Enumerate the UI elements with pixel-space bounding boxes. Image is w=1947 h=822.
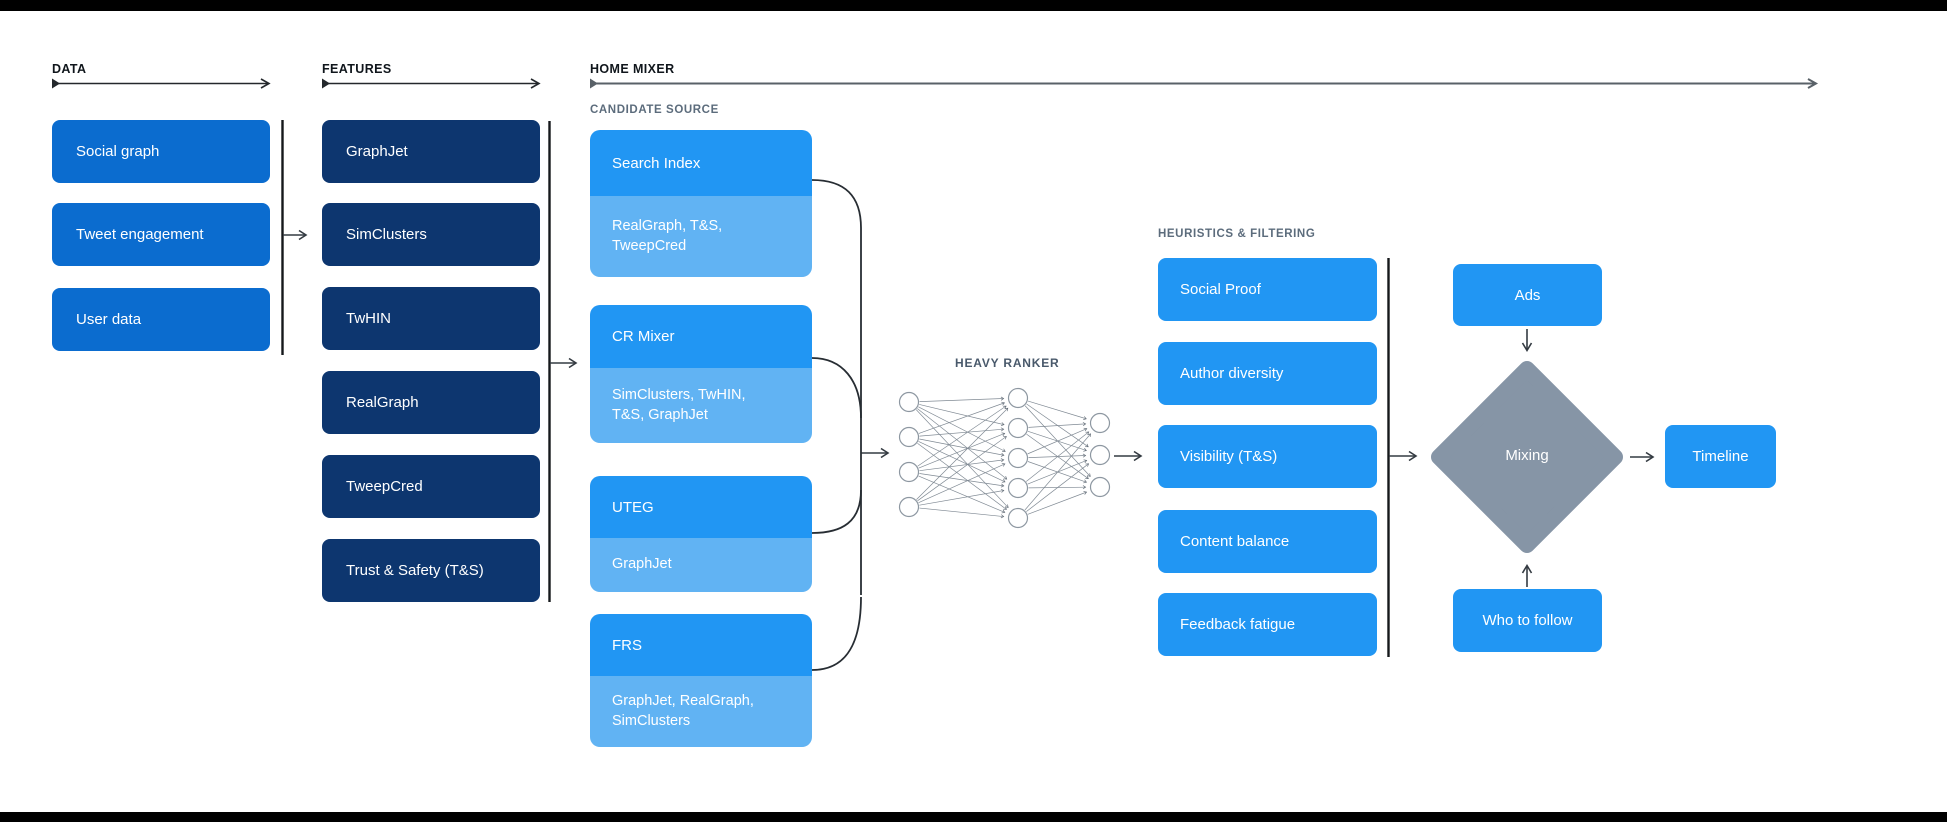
- candidate-title: UTEG: [590, 476, 812, 538]
- network-node: [1007, 417, 1029, 439]
- candidate-subtitle: RealGraph, T&S, TweepCred: [590, 196, 812, 277]
- box-label: GraphJet: [346, 143, 408, 160]
- heuristics-box-author-diversity: Author diversity: [1158, 342, 1377, 405]
- heuristics-box-visibility: Visibility (T&S): [1158, 425, 1377, 488]
- box-label: TwHIN: [346, 310, 391, 327]
- box-label: User data: [76, 311, 142, 328]
- data-box-social-graph: Social graph: [52, 120, 270, 183]
- features-box-simclusters: SimClusters: [322, 203, 540, 266]
- heuristics-box-feedback-fatigue: Feedback fatigue: [1158, 593, 1377, 656]
- data-box-user-data: User data: [52, 288, 270, 351]
- features-box-twhin: TwHIN: [322, 287, 540, 350]
- features-box-tweepcred: TweepCred: [322, 455, 540, 518]
- box-label: TweepCred: [346, 478, 423, 495]
- network-node: [898, 426, 920, 448]
- candidate-title: Search Index: [590, 130, 812, 196]
- label-candidate-source: CANDIDATE SOURCE: [590, 104, 719, 116]
- features-box-trust-safety: Trust & Safety (T&S): [322, 539, 540, 602]
- network-node: [1007, 447, 1029, 469]
- network-node: [898, 496, 920, 518]
- data-header-arrow: [52, 78, 271, 89]
- network-node: [898, 461, 920, 483]
- box-label: RealGraph: [346, 394, 419, 411]
- label-heuristics-filtering: HEURISTICS & FILTERING: [1158, 228, 1316, 240]
- heuristics-box-social-proof: Social Proof: [1158, 258, 1377, 321]
- candidate-title: FRS: [590, 614, 812, 676]
- box-label: Social graph: [76, 143, 160, 160]
- data-box-tweet-engagement: Tweet engagement: [52, 203, 270, 266]
- mixing-diamond: [1431, 361, 1623, 553]
- mixing-diamond-label: Mixing: [1505, 447, 1549, 464]
- candidate-box-cr-mixer: CR Mixer SimClusters, TwHIN, T&S, GraphJ…: [590, 305, 812, 443]
- bottom-letterbox-bar: [0, 812, 1947, 822]
- candidate-box-frs: FRS GraphJet, RealGraph, SimClusters: [590, 614, 812, 747]
- candidate-subtitle: GraphJet: [590, 538, 812, 592]
- features-header-arrow: [322, 78, 541, 89]
- network-node: [1007, 477, 1029, 499]
- flow-arrows: [283, 229, 1655, 587]
- who-to-follow-box: Who to follow: [1453, 589, 1602, 652]
- section-header-home-mixer: HOME MIXER: [590, 62, 675, 76]
- label-heavy-ranker: HEAVY RANKER: [955, 356, 1060, 370]
- network-node: [1007, 387, 1029, 409]
- box-label: Tweet engagement: [76, 226, 204, 243]
- heuristics-box-content-balance: Content balance: [1158, 510, 1377, 573]
- candidate-subtitle: SimClusters, TwHIN, T&S, GraphJet: [590, 368, 812, 443]
- candidate-box-search-index: Search Index RealGraph, T&S, TweepCred: [590, 130, 812, 277]
- section-header-data: DATA: [52, 62, 87, 76]
- box-label: SimClusters: [346, 226, 427, 243]
- candidate-title: CR Mixer: [590, 305, 812, 368]
- top-letterbox-bar: [0, 0, 1947, 11]
- timeline-box: Timeline: [1665, 425, 1776, 488]
- network-node: [898, 391, 920, 413]
- candidate-box-uteg: UTEG GraphJet: [590, 476, 812, 592]
- ads-box: Ads: [1453, 264, 1602, 326]
- network-node: [1089, 412, 1111, 434]
- column-dividers: [281, 120, 1390, 657]
- network-node: [1089, 476, 1111, 498]
- candidate-subtitle: GraphJet, RealGraph, SimClusters: [590, 676, 812, 747]
- candidate-merge-connectors: [811, 179, 862, 671]
- section-header-features: FEATURES: [322, 62, 392, 76]
- box-label: Trust & Safety (T&S): [346, 562, 484, 579]
- home-mixer-header-arrow: [590, 78, 1819, 89]
- network-node: [1089, 444, 1111, 466]
- network-node: [1007, 507, 1029, 529]
- features-box-realgraph: RealGraph: [322, 371, 540, 434]
- features-box-graphjet: GraphJet: [322, 120, 540, 183]
